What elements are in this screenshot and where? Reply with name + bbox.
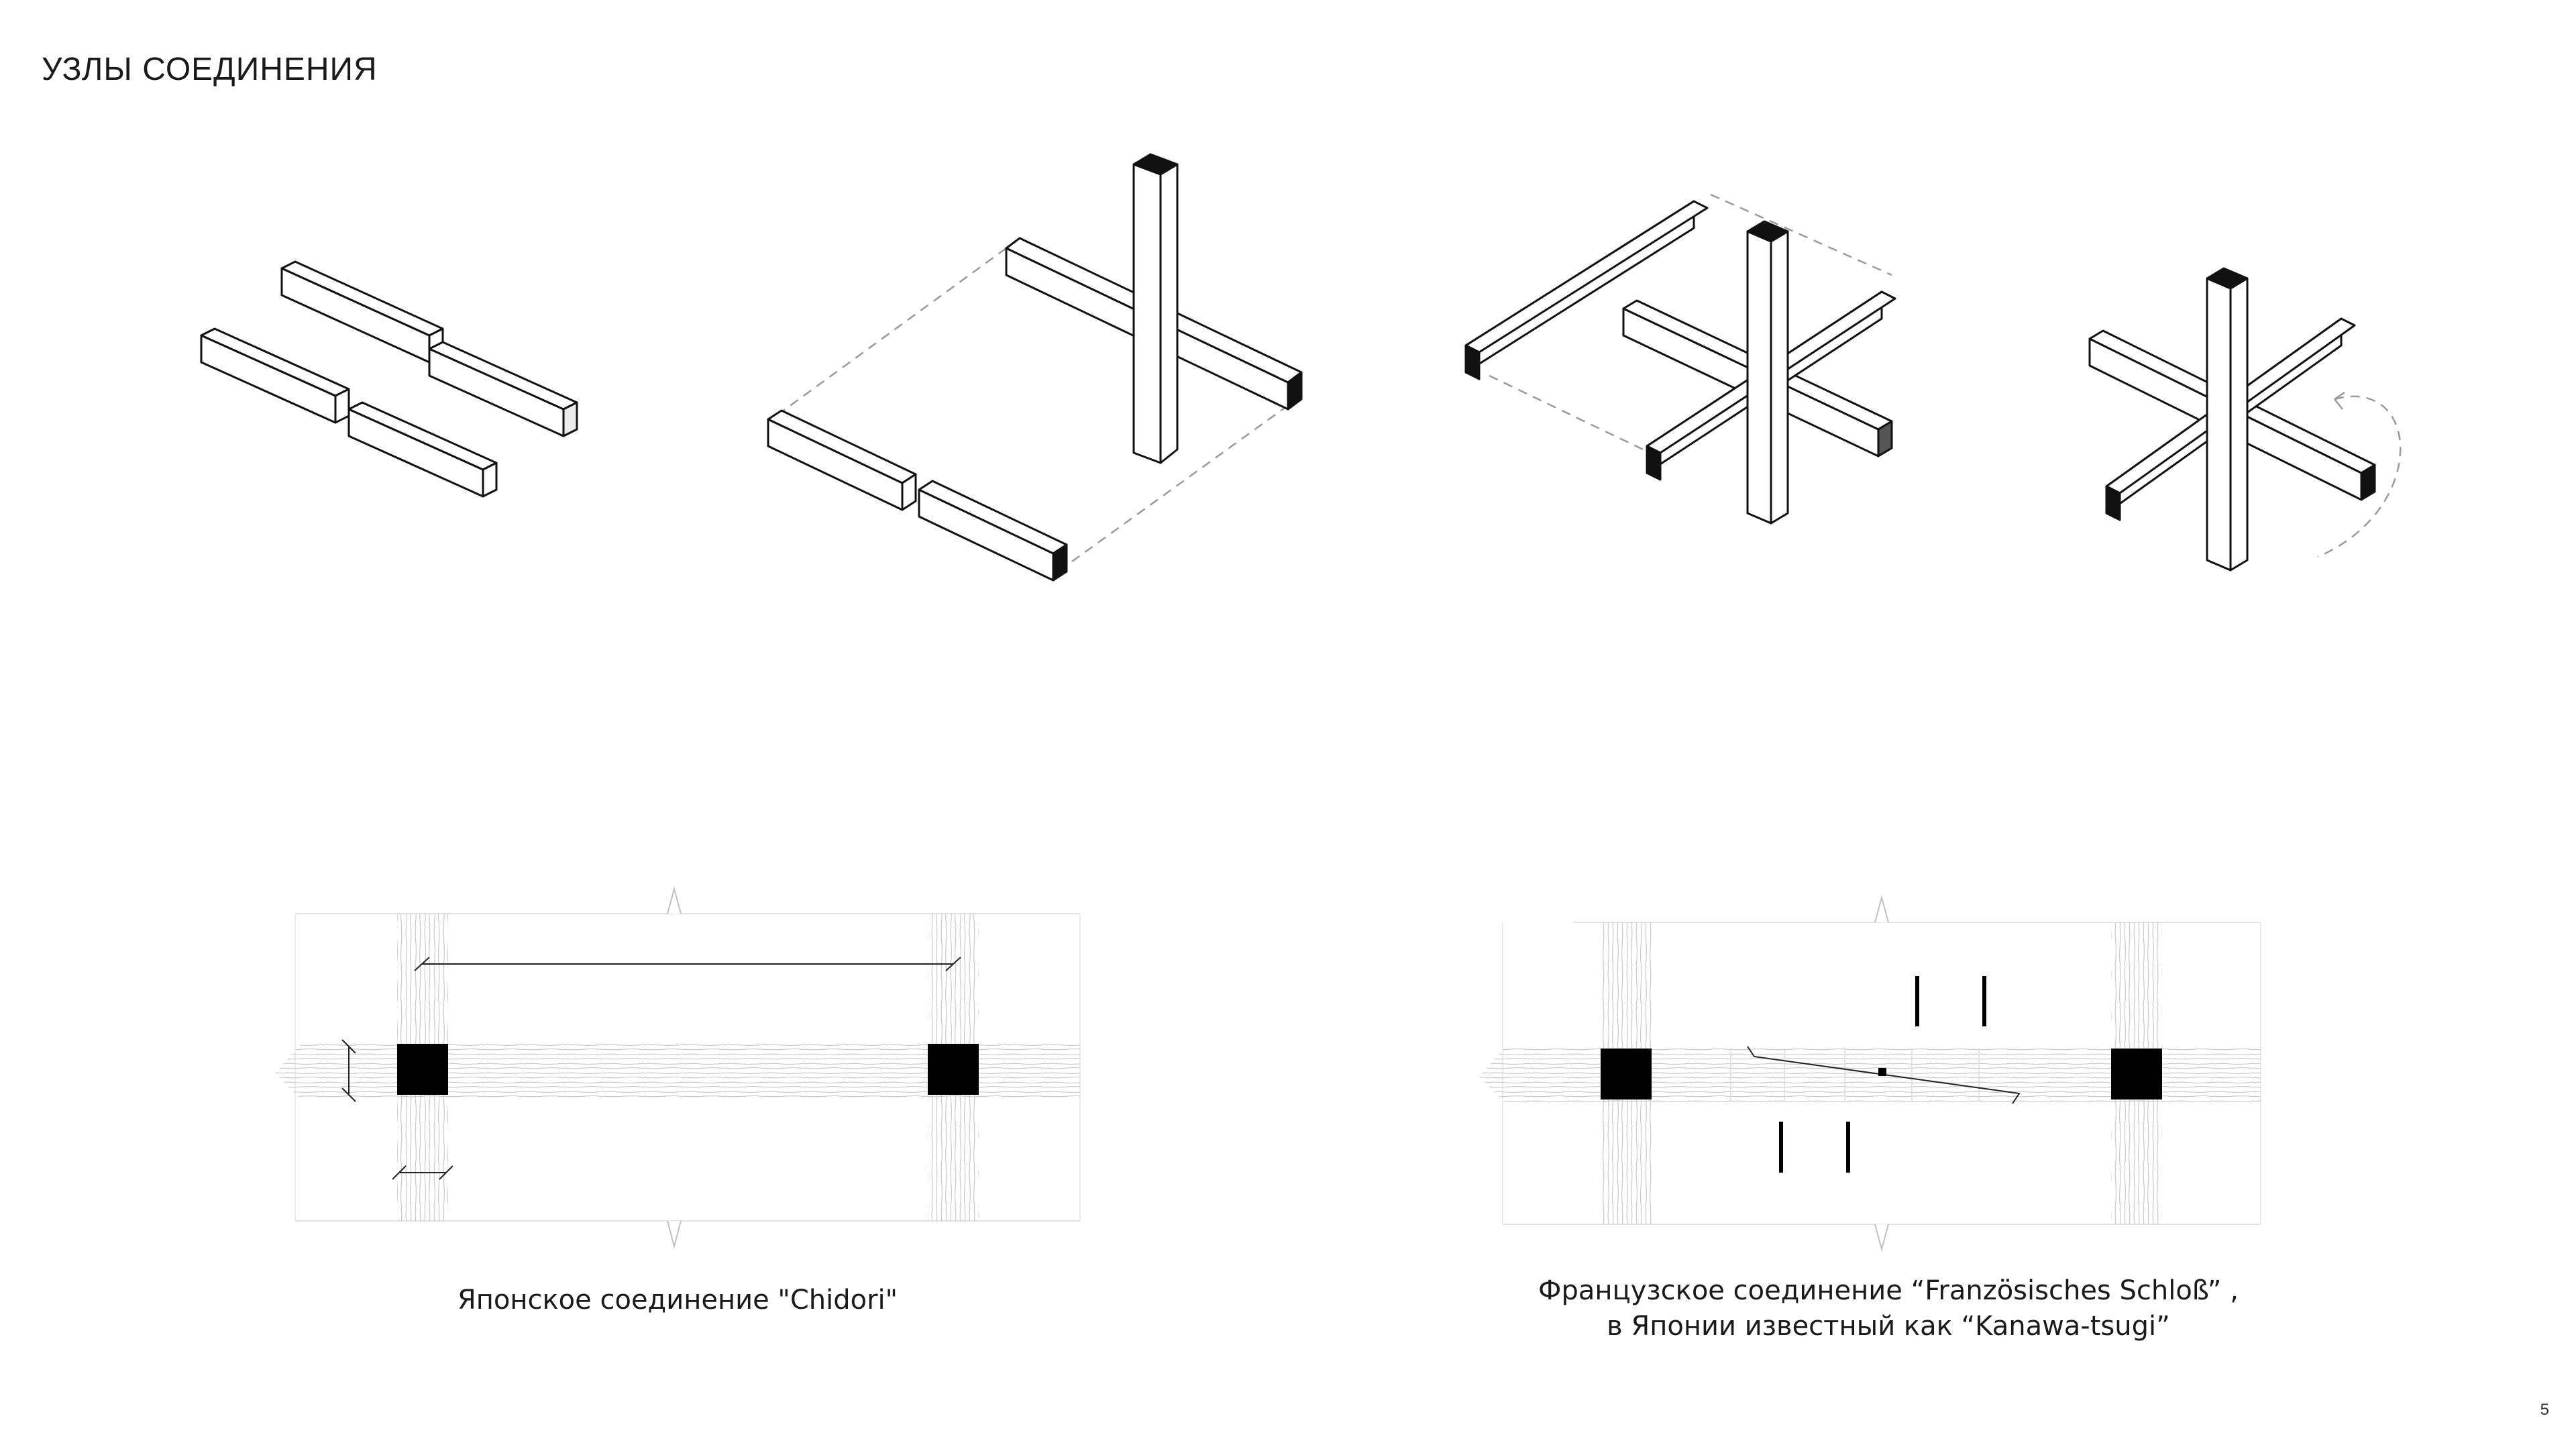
key-mark — [1878, 1068, 1886, 1076]
detached-beam — [1464, 200, 1709, 380]
beam-bottom-right — [918, 480, 1068, 582]
caption-kanawa-line1: Французское соединение “Französisches Sc… — [1538, 1275, 2239, 1306]
axon-cross-assembled — [2088, 267, 2402, 572]
plan-kanawa — [1479, 895, 2261, 1252]
page-number: 5 — [2540, 1401, 2549, 1419]
axon-cross-detached — [1464, 193, 1896, 525]
plan-chidori — [275, 886, 1081, 1249]
dashed-guides-2 — [1489, 193, 1892, 458]
dashed-guides — [771, 247, 1302, 572]
cross-post — [1746, 220, 1789, 525]
dimension-lines — [341, 957, 961, 1180]
caption-chidori: Японское соединение "Chidori" — [376, 1283, 979, 1318]
axon-chidori-pair — [200, 260, 578, 498]
scarf-segments — [1730, 1048, 1980, 1102]
page-title: УЗЛЫ СОЕДИНЕНИЯ — [42, 52, 378, 87]
axon-post-frame — [767, 153, 1303, 582]
beam-bottom-left — [767, 409, 917, 511]
post-left — [397, 1044, 448, 1095]
post-right-2 — [2111, 1049, 2162, 1099]
rotation-arrow-icon — [2317, 395, 2402, 558]
caption-kanawa: Французское соединение “Französisches Sc… — [1436, 1273, 2341, 1344]
beam-upper-left — [280, 260, 444, 364]
post-left-2 — [1601, 1049, 1652, 1099]
horizontal-member — [275, 1043, 1080, 1100]
horizontal-member-2 — [1479, 1046, 2261, 1104]
caption-kanawa-line2: в Японии известный как “Kanawa-tsugi” — [1607, 1311, 2170, 1342]
section-marks — [1779, 976, 1986, 1173]
vertical-post — [1132, 153, 1179, 464]
beam-lower-right — [347, 401, 498, 498]
beam-upper-right — [428, 341, 578, 437]
beam-lower-left — [200, 327, 350, 424]
post-right — [928, 1044, 979, 1095]
assembled-post — [2206, 267, 2249, 572]
caption-chidori-text: Японское соединение "Chidori" — [457, 1285, 898, 1316]
scarf-line — [1747, 1046, 2021, 1104]
